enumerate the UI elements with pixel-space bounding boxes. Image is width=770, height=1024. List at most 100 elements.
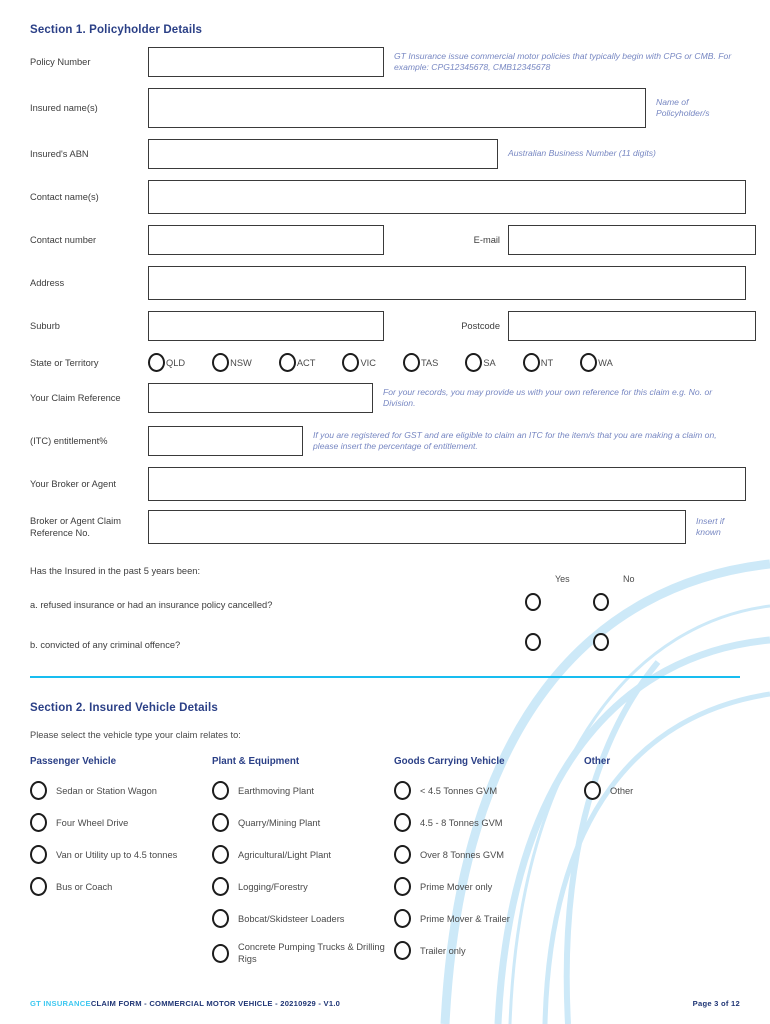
vehicle-option-prime-mover-only[interactable]: Prime Mover only	[394, 877, 584, 896]
radio-icon[interactable]	[580, 353, 598, 372]
radio-icon[interactable]	[402, 353, 420, 372]
suburb-input[interactable]	[148, 311, 384, 341]
postcode-input[interactable]	[508, 311, 756, 341]
radio-icon[interactable]	[212, 845, 229, 864]
vehicle-option-van-or-utility-up-to-4-5-tonnes[interactable]: Van or Utility up to 4.5 tonnes	[30, 845, 212, 864]
radio-icon[interactable]	[525, 593, 541, 611]
contact-number-input[interactable]	[148, 225, 384, 255]
vehicle-option-label: < 4.5 Tonnes GVM	[420, 785, 498, 796]
radio-icon[interactable]	[394, 941, 411, 960]
contact-names-input[interactable]	[148, 180, 746, 214]
vehicle-option-agricultural-light-plant[interactable]: Agricultural/Light Plant	[212, 845, 394, 864]
state-option-wa[interactable]: WA	[580, 353, 613, 372]
insured-names-label: Insured name(s)	[30, 103, 98, 113]
radio-icon[interactable]	[212, 943, 229, 963]
vehicle-option-label: Bus or Coach	[56, 881, 113, 892]
history-q2-yes-option[interactable]	[525, 633, 593, 656]
vehicle-option-4-5-8-tonnes-gvm[interactable]: 4.5 - 8 Tonnes GVM	[394, 813, 584, 832]
radio-icon[interactable]	[394, 813, 411, 832]
radio-icon[interactable]	[212, 877, 229, 896]
vehicle-column-title: Plant & Equipment	[212, 756, 300, 767]
vehicle-option-trailer-only[interactable]: Trailer only	[394, 941, 584, 960]
field-row-address: Address	[30, 266, 746, 300]
state-option-label: NSW	[230, 357, 252, 368]
radio-icon[interactable]	[593, 633, 609, 651]
vehicle-option-bus-or-coach[interactable]: Bus or Coach	[30, 877, 212, 896]
insured-names-input[interactable]	[148, 88, 646, 128]
vehicle-option-quarry-mining-plant[interactable]: Quarry/Mining Plant	[212, 813, 394, 832]
broker-agent-label: Your Broker or Agent	[30, 479, 116, 489]
footer-page-number: Page 3 of 12	[692, 999, 740, 1008]
radio-icon[interactable]	[525, 633, 541, 651]
itc-entitlement-input[interactable]	[148, 426, 303, 456]
insured-history-block: Has the Insured in the past 5 years been…	[30, 566, 740, 656]
vehicle-option-label: Other	[610, 785, 634, 796]
history-question-row-2: b. convicted of any criminal offence?	[30, 633, 740, 656]
page-footer: GT INSURANCECLAIM FORM - COMMERCIAL MOTO…	[30, 999, 740, 1008]
field-row-policy-number: Policy Number GT Insurance issue commerc…	[30, 45, 740, 79]
radio-icon[interactable]	[342, 353, 360, 372]
broker-claim-ref-input[interactable]	[148, 510, 686, 544]
vehicle-option-sedan-or-station-wagon[interactable]: Sedan or Station Wagon	[30, 781, 212, 800]
vehicle-option-concrete-pumping-trucks-drilling-rigs[interactable]: Concrete Pumping Trucks & Drilling Rigs	[212, 941, 394, 965]
radio-icon[interactable]	[30, 781, 47, 800]
radio-icon[interactable]	[394, 877, 411, 896]
state-option-vic[interactable]: VIC	[342, 353, 376, 372]
state-option-nsw[interactable]: NSW	[212, 353, 252, 372]
address-input[interactable]	[148, 266, 746, 300]
insured-abn-input[interactable]	[148, 139, 498, 169]
vehicle-option-label: Logging/Forestry	[238, 881, 308, 892]
vehicle-option-label: Concrete Pumping Trucks & Drilling Rigs	[238, 942, 385, 964]
state-option-nt[interactable]: NT	[522, 353, 554, 372]
vehicle-option-earthmoving-plant[interactable]: Earthmoving Plant	[212, 781, 394, 800]
radio-icon[interactable]	[212, 353, 230, 372]
vehicle-option-four-wheel-drive[interactable]: Four Wheel Drive	[30, 813, 212, 832]
radio-icon[interactable]	[394, 909, 411, 928]
radio-icon[interactable]	[522, 353, 540, 372]
radio-icon[interactable]	[212, 813, 229, 832]
claim-reference-hint: For your records, you may provide us wit…	[383, 386, 713, 409]
history-q2-no-option[interactable]	[593, 633, 661, 656]
state-option-sa[interactable]: SA	[465, 353, 496, 372]
state-option-tas[interactable]: TAS	[402, 353, 438, 372]
policy-number-hint: GT Insurance issue commercial motor poli…	[394, 50, 732, 73]
radio-icon[interactable]	[212, 909, 229, 928]
radio-icon[interactable]	[394, 781, 411, 800]
radio-icon[interactable]	[584, 781, 601, 800]
state-option-label: NT	[540, 357, 554, 368]
radio-icon[interactable]	[593, 593, 609, 611]
vehicle-option-prime-mover-trailer[interactable]: Prime Mover & Trailer	[394, 909, 584, 928]
vehicle-option-label: Trailer only	[420, 945, 466, 956]
vehicle-option-4-5-tonnes-gvm[interactable]: < 4.5 Tonnes GVM	[394, 781, 584, 800]
history-q1-yes-option[interactable]	[525, 593, 593, 616]
footer-brand: GT INSURANCE	[30, 999, 91, 1008]
radio-icon[interactable]	[30, 845, 47, 864]
radio-icon[interactable]	[30, 877, 47, 896]
history-q1-no-option[interactable]	[593, 593, 661, 616]
policy-number-input[interactable]	[148, 47, 384, 77]
vehicle-column-title: Goods Carrying Vehicle	[394, 756, 505, 767]
itc-entitlement-label: (ITC) entitlement%	[30, 436, 108, 446]
insured-names-hint: Name of Policyholder/s	[656, 96, 710, 119]
radio-icon[interactable]	[212, 781, 229, 800]
state-option-act[interactable]: ACT	[278, 353, 315, 372]
broker-agent-input[interactable]	[148, 467, 746, 501]
vehicle-option-label: Sedan or Station Wagon	[56, 785, 157, 796]
insured-history-intro: Has the Insured in the past 5 years been…	[30, 566, 201, 576]
vehicle-option-logging-forestry[interactable]: Logging/Forestry	[212, 877, 394, 896]
radio-icon[interactable]	[278, 353, 296, 372]
radio-icon[interactable]	[148, 353, 165, 372]
radio-icon[interactable]	[394, 845, 411, 864]
email-input[interactable]	[508, 225, 756, 255]
vehicle-option-bobcat-skidsteer-loaders[interactable]: Bobcat/Skidsteer Loaders	[212, 909, 394, 928]
footer-text-group: GT INSURANCECLAIM FORM - COMMERCIAL MOTO…	[30, 999, 340, 1008]
vehicle-option-over-8-tonnes-gvm[interactable]: Over 8 Tonnes GVM	[394, 845, 584, 864]
radio-icon[interactable]	[465, 353, 483, 372]
claim-reference-input[interactable]	[148, 383, 373, 413]
vehicle-option-other[interactable]: Other	[584, 781, 766, 800]
state-option-qld[interactable]: QLD	[148, 353, 185, 372]
radio-icon[interactable]	[30, 813, 47, 832]
vehicle-column-goods-carrying-vehicle: Goods Carrying Vehicle < 4.5 Tonnes GVM 4.…	[394, 756, 584, 978]
